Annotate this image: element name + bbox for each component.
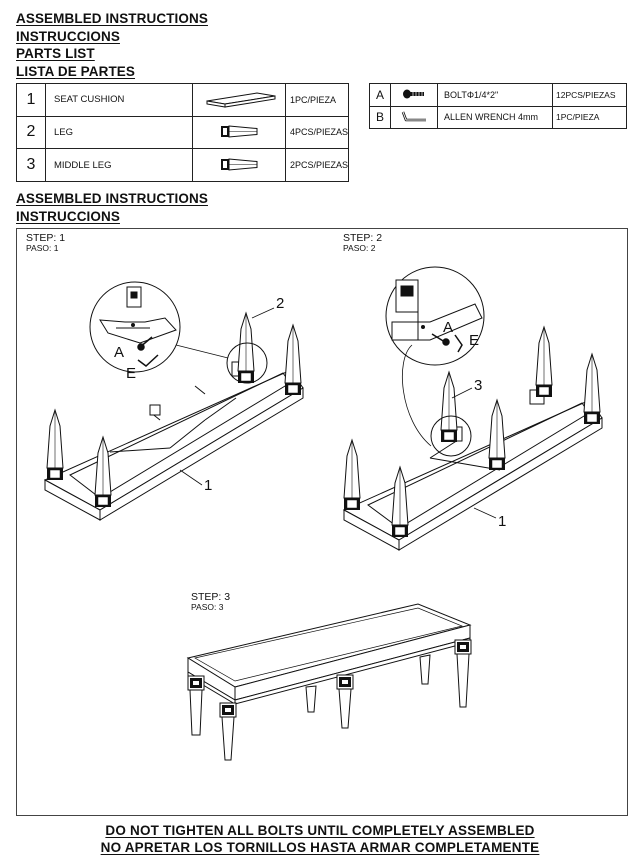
callout-1: 1	[204, 477, 212, 494]
parts-row: 2 LEG 4PCS/PIEZAS	[16, 115, 350, 150]
callout-2: 2	[276, 295, 284, 312]
allen-wrench-icon	[401, 111, 426, 122]
callout-1: 1	[498, 513, 506, 530]
bolt-icon	[403, 89, 424, 99]
part-qty: 4PCS/PIEZAS	[284, 115, 350, 150]
title-instruccions: INSTRUCCIONS	[16, 29, 120, 44]
hardware-table: A BOLTΦ1/4*2" 12PCS/PIEZAS B ALLEN WRENC…	[369, 83, 627, 129]
callout-a: A	[443, 319, 453, 336]
parts-list-table: 1 SEAT CUSHION 1PC/PIEZA 2 LEG 4PCS/PIEZ…	[16, 83, 350, 182]
callout-a: A	[114, 344, 124, 361]
callout-e: E	[126, 365, 136, 382]
step-3-diagram	[186, 603, 472, 761]
part-qty: 1PC/PIEZA	[284, 83, 350, 117]
step-1-diagram: A E 2 1	[43, 281, 304, 521]
hardware-row: B ALLEN WRENCH 4mm 1PC/PIEZA	[369, 105, 627, 129]
part-number: 3	[16, 148, 46, 182]
instructions-panel	[16, 228, 628, 816]
step-2-label: STEP: 2 PASO: 2	[343, 232, 383, 253]
hardware-row: A BOLTΦ1/4*2" 12PCS/PIEZAS	[369, 83, 627, 107]
title-parts-list: PARTS LIST	[16, 46, 95, 61]
title-assembled-instructions: ASSEMBLED INSTRUCTIONS	[16, 11, 208, 26]
part-number: 1	[16, 83, 46, 117]
section-title: ASSEMBLED INSTRUCTIONS	[16, 191, 208, 206]
part-qty: 2PCS/PIEZAS	[284, 148, 350, 182]
part-name: SEAT CUSHION	[44, 83, 193, 117]
section-subtitle: INSTRUCCIONS	[16, 209, 120, 224]
parts-row: 1 SEAT CUSHION 1PC/PIEZA	[16, 83, 350, 117]
parts-row: 3 MIDDLE LEG 2PCS/PIEZAS	[16, 148, 350, 182]
part-name: MIDDLE LEG	[44, 148, 193, 182]
hardware-qty: 1PC/PIEZA	[552, 105, 627, 129]
step-2-diagram: A E 3 1	[342, 266, 603, 551]
step-3-label: STEP: 3 PASO: 3	[191, 591, 231, 612]
title-lista-de-partes: LISTA DE PARTES	[16, 64, 136, 79]
warning-english: DO NOT TIGHTEN ALL BOLTS UNTIL COMPLETEL…	[105, 823, 535, 838]
callout-e: E	[469, 332, 479, 349]
step-1-label: STEP: 1 PASO: 1	[26, 232, 66, 253]
callout-3: 3	[474, 377, 482, 394]
warning-spanish: NO APRETAR LOS TORNILLOS HASTA ARMAR COM…	[100, 840, 540, 855]
leg-icon	[220, 125, 258, 138]
middle-leg-icon	[220, 158, 258, 171]
part-number: 2	[16, 115, 46, 150]
seat-cushion-icon	[206, 92, 276, 108]
